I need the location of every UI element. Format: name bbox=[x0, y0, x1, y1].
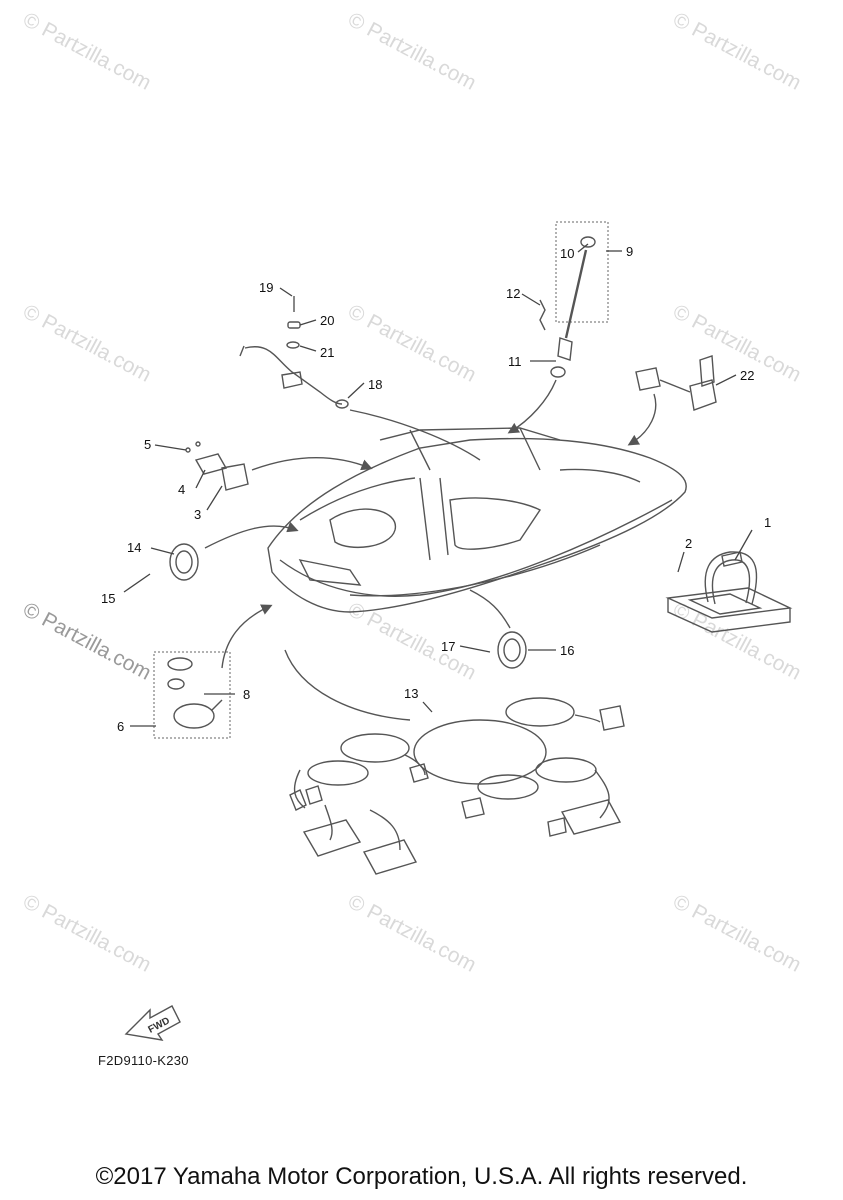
battery-tray bbox=[665, 551, 793, 633]
callout-11: 11 bbox=[508, 354, 522, 369]
callout-5: 5 bbox=[144, 437, 151, 452]
speaker-left bbox=[169, 521, 299, 581]
leader-lines bbox=[123, 243, 753, 727]
cable-18 bbox=[239, 296, 481, 471]
callout-10: 10 bbox=[560, 246, 574, 261]
callout-17: 17 bbox=[441, 639, 455, 654]
callout-9: 9 bbox=[626, 244, 633, 259]
callout-19: 19 bbox=[259, 280, 273, 295]
callout-15: 15 bbox=[101, 591, 115, 606]
diagram-code: F2D9110-K230 bbox=[98, 1053, 189, 1068]
callout-1: 1 bbox=[764, 515, 771, 530]
callout-2: 2 bbox=[685, 536, 692, 551]
copyright-notice: ©2017 Yamaha Motor Corporation, U.S.A. A… bbox=[95, 1163, 748, 1190]
part-6-8 bbox=[153, 604, 273, 739]
fwd-arrow-icon: FWD bbox=[124, 1005, 181, 1041]
sensor-22 bbox=[627, 355, 717, 446]
callout-16: 16 bbox=[560, 643, 574, 658]
part-3-4-5 bbox=[185, 441, 249, 491]
callout-21: 21 bbox=[320, 345, 334, 360]
callout-20: 20 bbox=[320, 313, 334, 328]
boat-hull bbox=[267, 427, 687, 613]
wire-harness bbox=[284, 649, 625, 875]
callout-22: 22 bbox=[740, 368, 754, 383]
callout-6: 6 bbox=[117, 719, 124, 734]
antenna-assembly bbox=[507, 221, 609, 434]
callout-13: 13 bbox=[404, 686, 418, 701]
callout-8: 8 bbox=[243, 687, 250, 702]
callout-12: 12 bbox=[506, 286, 520, 301]
callout-14: 14 bbox=[127, 540, 141, 555]
callout-18: 18 bbox=[368, 377, 382, 392]
callout-4: 4 bbox=[178, 482, 185, 497]
speaker-right bbox=[469, 589, 527, 669]
callouts: 1 2 3 4 5 6 8 9 10 11 12 13 14 15 16 17 … bbox=[101, 244, 771, 734]
callout-3: 3 bbox=[194, 507, 201, 522]
